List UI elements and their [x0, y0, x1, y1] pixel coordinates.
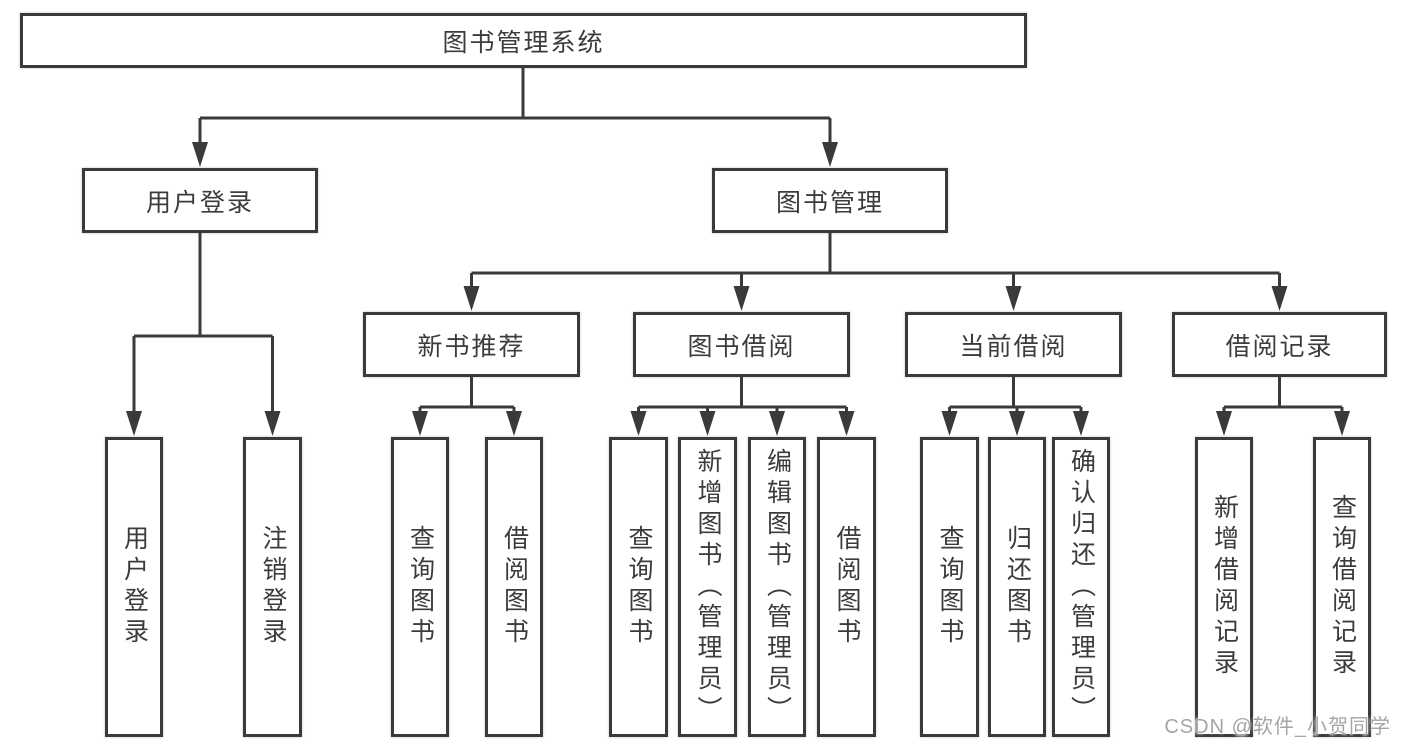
- connector-record-to-leaves: [1222, 377, 1344, 413]
- arrowhead: [1073, 411, 1089, 436]
- leaf-query-books-current-label: 查询图书: [936, 525, 964, 649]
- leaf-query-books-recommend: 查询图书: [391, 437, 449, 737]
- connector-bookmgmt-to-level3: [470, 233, 1281, 288]
- connector-root-to-level2: [198, 68, 832, 144]
- node-library-system: 图书管理系统: [20, 13, 1027, 68]
- leaf-query-books-borrow-label: 查询图书: [625, 525, 653, 649]
- node-user-login-label: 用户登录: [145, 188, 254, 217]
- arrowhead: [838, 411, 855, 436]
- arrowheads: [126, 142, 1350, 436]
- connector-newbook-to-leaves: [418, 377, 516, 413]
- node-book-management: 图书管理: [712, 168, 948, 233]
- leaf-add-books-admin-label: 新增图书（管理员）: [694, 447, 722, 727]
- leaf-borrow-books-recommend-label: 借阅图书: [500, 525, 529, 649]
- node-new-book-recommend: 新书推荐: [363, 312, 580, 377]
- node-book-borrow: 图书借阅: [633, 312, 850, 377]
- arrowhead: [699, 411, 716, 436]
- leaf-query-borrow-record-label: 查询借阅记录: [1328, 494, 1357, 680]
- leaf-logout-label: 注销登录: [259, 525, 287, 649]
- leaf-query-borrow-record: 查询借阅记录: [1313, 437, 1371, 737]
- arrowhead: [1271, 286, 1288, 311]
- leaf-return-books: 归还图书: [988, 437, 1046, 737]
- leaf-add-books-admin: 新增图书（管理员）: [678, 437, 737, 737]
- leaf-borrow-books-recommend: 借阅图书: [485, 437, 543, 737]
- leaf-query-books-recommend-label: 查询图书: [406, 525, 435, 649]
- connector-borrow-to-leaves: [637, 377, 848, 413]
- arrowhead: [1005, 286, 1022, 311]
- arrowhead: [733, 286, 750, 311]
- node-user-login: 用户登录: [82, 168, 318, 233]
- leaf-borrow-books: 借阅图书: [817, 437, 876, 737]
- leaf-logout: 注销登录: [243, 437, 302, 737]
- node-book-management-label: 图书管理: [775, 188, 884, 217]
- leaf-user-login: 用户登录: [105, 437, 163, 737]
- leaf-borrow-books-label: 借阅图书: [833, 525, 861, 649]
- leaf-add-borrow-record-label: 新增借阅记录: [1210, 494, 1239, 680]
- node-current-borrow: 当前借阅: [905, 312, 1122, 377]
- leaf-confirm-return-admin: 确认归还（管理员）: [1052, 437, 1110, 737]
- arrowhead: [192, 142, 208, 167]
- leaf-return-books-label: 归还图书: [1003, 525, 1032, 649]
- arrowhead: [1009, 411, 1025, 436]
- arrowhead: [506, 411, 522, 436]
- arrowhead: [412, 411, 428, 436]
- arrowhead: [630, 411, 647, 436]
- leaf-edit-books-admin-label: 编辑图书（管理员）: [763, 447, 792, 727]
- arrowhead: [941, 411, 958, 436]
- leaf-edit-books-admin: 编辑图书（管理员）: [748, 437, 806, 737]
- arrowhead: [463, 286, 480, 311]
- node-borrow-record: 借阅记录: [1172, 312, 1387, 377]
- leaf-add-borrow-record: 新增借阅记录: [1195, 437, 1253, 737]
- leaf-query-books-current: 查询图书: [920, 437, 979, 737]
- node-new-book-recommend-label: 新书推荐: [417, 332, 526, 361]
- csdn-watermark: CSDN @软件_小贺同学: [1164, 716, 1391, 738]
- node-current-borrow-label: 当前借阅: [959, 332, 1068, 361]
- leaf-query-books-borrow: 查询图书: [609, 437, 668, 737]
- connector-current-to-leaves: [948, 377, 1083, 413]
- arrowhead: [1334, 411, 1350, 436]
- node-library-system-label: 图书管理系统: [442, 28, 605, 57]
- node-book-borrow-label: 图书借阅: [687, 332, 796, 361]
- leaf-confirm-return-admin-label: 确认归还（管理员）: [1067, 447, 1096, 727]
- node-borrow-record-label: 借阅记录: [1225, 332, 1334, 361]
- connector-userlogin-to-leaves: [132, 233, 274, 413]
- arrowhead: [822, 142, 838, 167]
- arrowhead: [264, 411, 281, 436]
- leaf-user-login-label: 用户登录: [120, 525, 149, 649]
- arrowhead: [1216, 411, 1232, 436]
- arrowhead: [769, 411, 785, 436]
- arrowhead: [126, 411, 142, 436]
